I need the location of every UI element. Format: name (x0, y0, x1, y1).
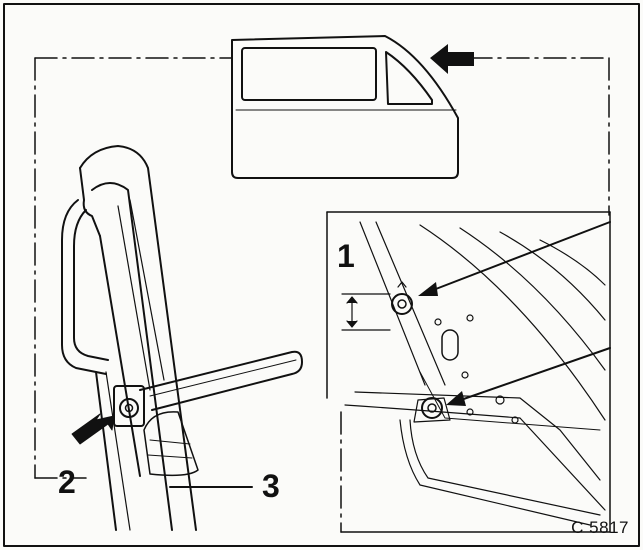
detail-inset (326, 211, 611, 533)
door-outline (231, 35, 459, 179)
striker-bolt-pillar (113, 385, 145, 427)
striker-bolt-upper (391, 281, 413, 315)
adjustment-marks (341, 293, 391, 331)
striker-bolt-lower (413, 397, 451, 423)
figure-code: C 5817 (571, 518, 629, 537)
door-arrow (430, 44, 474, 74)
pillar-arrow (71, 413, 115, 445)
callout-3: 3 (262, 468, 280, 504)
outer-border (3, 3, 640, 547)
seal-plate (143, 411, 199, 477)
bolt-leaders (418, 221, 611, 406)
callout-2: 2 (58, 464, 76, 500)
callout-1: 1 (337, 238, 355, 274)
leader-lines (34, 57, 610, 533)
door-pillar (61, 145, 197, 531)
door-rail (139, 350, 303, 411)
